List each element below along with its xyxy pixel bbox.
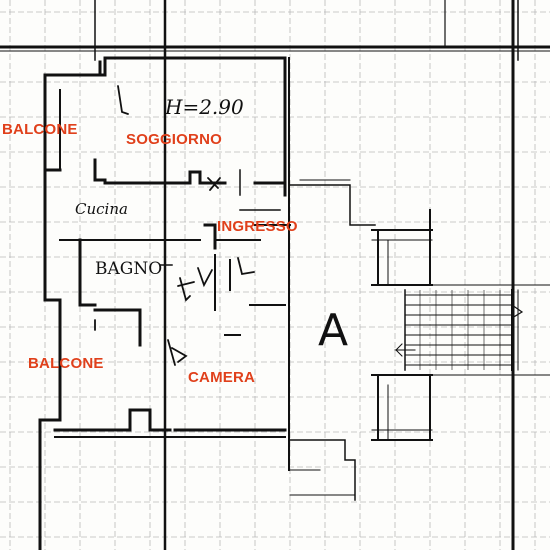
apartment-walls [38,56,291,550]
bathroom-handwritten-label: BAGNO [95,259,163,279]
camera-label: CAMERA [188,369,256,386]
ceiling-height-note: H=2.90 [165,95,244,119]
balcone-bottom-label: BALCONE [28,355,104,372]
stair-block [289,179,550,501]
kitchen-handwritten-label: Cucina [75,200,128,218]
soggiorno-label: SOGGIORNO [126,131,222,148]
stair-treads [405,290,512,370]
sketch-marks [94,85,255,366]
stair-letter: A [318,305,349,356]
balcone-top-label: BALCONE [2,121,78,138]
ingresso-label: INGRESSO [217,218,298,235]
